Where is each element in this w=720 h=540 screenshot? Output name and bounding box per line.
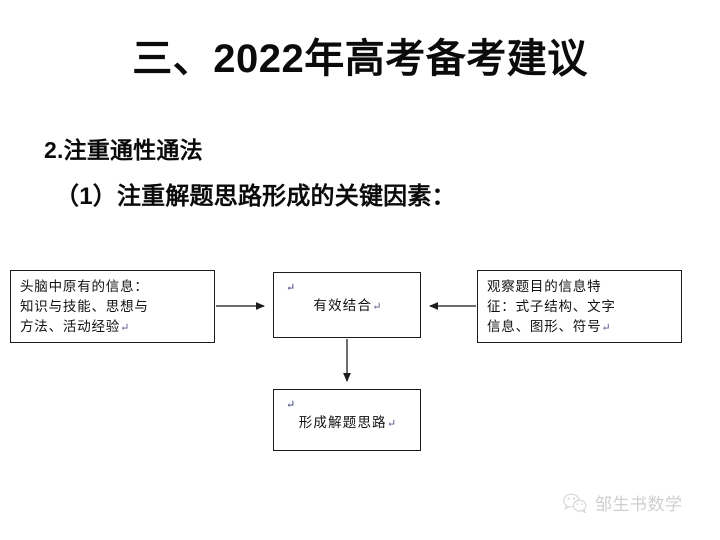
flow-box-line-text: 方法、活动经验 <box>20 319 121 335</box>
flow-box-line-text: 有效结合 <box>313 298 373 314</box>
flow-box-line: 征：式子结构、文字 <box>487 299 616 315</box>
subtitle-heading-1: 2.注重通性通法 <box>44 137 203 163</box>
subtitle-heading-2: （1）注重解题思路形成的关键因素： <box>55 183 456 210</box>
watermark: 邹生书数学 <box>562 490 683 515</box>
return-glyph-icon: ↵ <box>286 281 296 294</box>
return-glyph-icon: ↵ <box>601 321 612 334</box>
return-glyph-icon: ↵ <box>372 300 383 313</box>
flow-box-line-with-return: 方法、活动经验↵ <box>20 317 206 338</box>
flow-box-line-with-return: 形成解题思路↵ <box>284 413 412 434</box>
flow-box-line: 观察题目的信息特 <box>487 279 602 295</box>
flow-box-existing-knowledge[interactable]: 头脑中原有的信息： 知识与技能、思想与 方法、活动经验↵ <box>10 270 215 343</box>
return-glyph-icon: ↵ <box>120 321 131 334</box>
flow-box-line: 头脑中原有的信息： <box>20 279 149 295</box>
flow-box-effective-combination[interactable]: ↵ 有效结合↵ <box>273 272 421 338</box>
return-glyph-icon: ↵ <box>386 417 398 430</box>
flow-box-form-solution-path[interactable]: ↵ 形成解题思路↵ <box>273 389 421 451</box>
return-glyph-icon: ↵ <box>286 398 296 411</box>
flow-box-line-text: 形成解题思路 <box>298 415 387 431</box>
flow-box-line-with-return: 信息、图形、符号↵ <box>487 317 673 338</box>
flow-box-line: 知识与技能、思想与 <box>20 299 149 315</box>
flow-box-observe-problem-features[interactable]: 观察题目的信息特 征：式子结构、文字 信息、图形、符号↵ <box>477 270 682 343</box>
flow-box-line-text: 信息、图形、符号 <box>487 319 602 335</box>
page-title: 三、2022年高考备考建议 <box>132 37 588 81</box>
flow-box-line-with-return: 有效结合↵ <box>284 296 412 317</box>
wechat-logo-icon <box>563 493 587 513</box>
watermark-label: 邹生书数学 <box>595 495 683 515</box>
